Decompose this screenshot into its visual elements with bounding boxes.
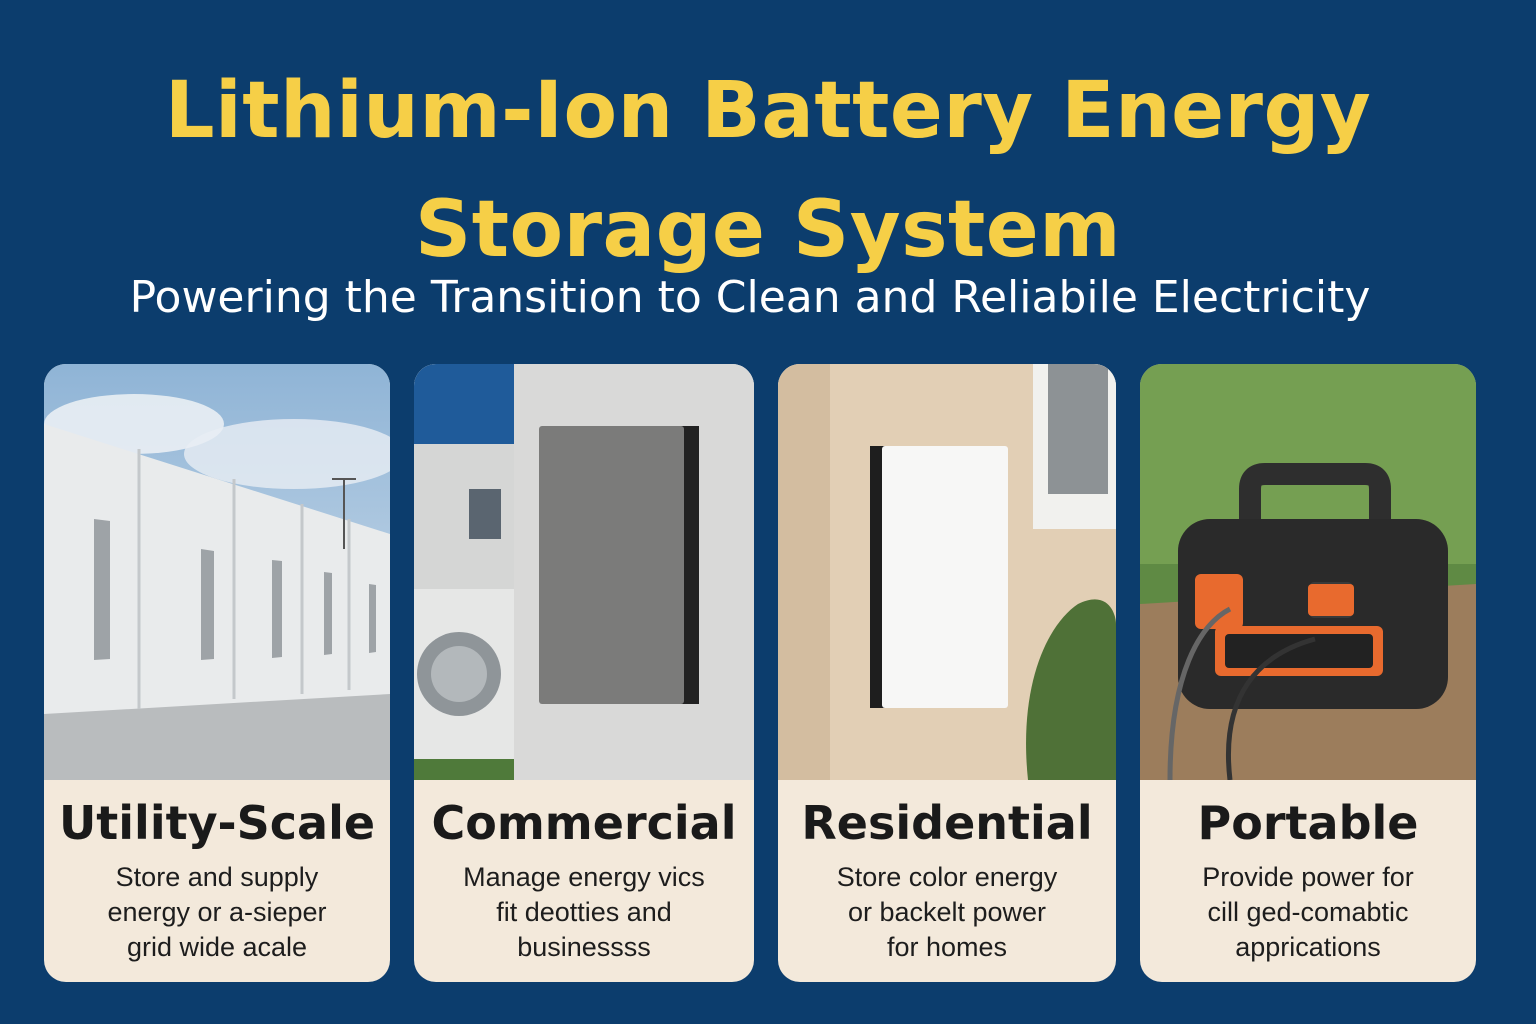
- card-commercial: Commercial Manage energy vics fit deotti…: [414, 364, 754, 982]
- title-line-2: Storage System: [415, 184, 1121, 275]
- card-residential: Residential Store color energy or backel…: [778, 364, 1116, 982]
- wall-mounted-battery-building-image: [414, 364, 754, 780]
- card-title: Residential: [801, 796, 1093, 850]
- card-portable: Portable Provide power for cill ged-coma…: [1140, 364, 1476, 982]
- card-description: Manage energy vics fit deotties and busi…: [463, 862, 705, 962]
- battery-container-row-image: [44, 364, 390, 780]
- card-title: Utility-Scale: [58, 796, 376, 850]
- page-subtitle: Powering the Transition to Clean and Rel…: [129, 272, 1371, 323]
- title-line-1: Lithium-Ion Battery Energy: [164, 66, 1372, 156]
- card-title: Portable: [1197, 796, 1419, 850]
- card-title: Commercial: [431, 796, 737, 850]
- card-description: Provide power for cill ged-comabtic appr…: [1202, 862, 1414, 962]
- card-description: Store and supply energy or a-sieper grid…: [107, 862, 327, 962]
- portable-power-station-image: [1140, 364, 1476, 780]
- home-wall-battery-image: [778, 364, 1116, 780]
- page-title: Lithium-Ion Battery Energy Storage Syste…: [0, 52, 1536, 289]
- card-description: Store color energy or backelt power for …: [836, 862, 1058, 962]
- card-utility-scale: Utility-Scale Store and supply energy or…: [44, 364, 390, 982]
